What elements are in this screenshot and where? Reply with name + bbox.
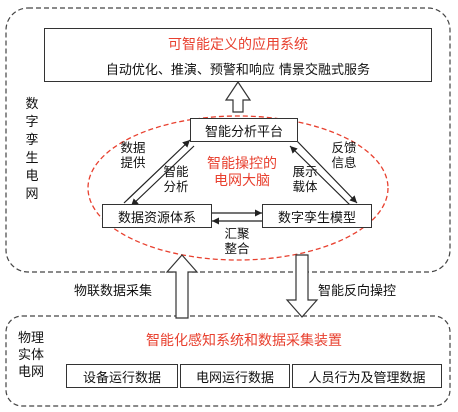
label-display-carrier: 展示 载体 <box>290 164 320 194</box>
physical-grid-region-border <box>5 315 451 407</box>
grid-brain-line-2: 电网大脑 <box>214 173 270 189</box>
hollow-down-arrow-control <box>285 254 319 318</box>
label-feedback-line-2: 信息 <box>331 155 357 170</box>
digital-twin-model-box: 数字孪生模型 <box>262 204 372 228</box>
label-data-provide-line-1: 数据 <box>120 140 146 155</box>
physical-grid-label: 物理 实体 电网 <box>14 330 48 381</box>
label-feedback-info: 反馈 信息 <box>329 140 359 170</box>
application-system-panel: 可智能定义的应用系统 自动优化、推演、预警和响应 情景交融式服务 <box>44 28 432 82</box>
physical-grid-label-line-2: 实体 <box>17 348 44 363</box>
label-data-provide: 数据 提供 <box>118 140 148 170</box>
label-aggregate-line-2: 整合 <box>224 241 250 256</box>
grid-brain-ellipse <box>87 115 389 261</box>
digital-twin-region-border <box>5 7 451 273</box>
physical-grid-label-line-3: 电网 <box>17 365 44 380</box>
label-aggregate-integrate: 汇聚 整合 <box>222 226 252 256</box>
physical-grid-label-line-1: 物理 <box>17 331 44 346</box>
grid-brain-label: 智能操控的 电网大脑 <box>192 156 292 190</box>
smart-analysis-platform-box: 智能分析平台 <box>190 118 298 142</box>
label-display-line-1: 展示 <box>292 164 318 179</box>
application-system-title: 可智能定义的应用系统 <box>168 37 308 53</box>
smart-reverse-control-label: 智能反向操控 <box>318 284 397 299</box>
application-system-subtitle: 自动优化、推演、预警和响应 情景交融式服务 <box>105 63 371 78</box>
label-feedback-line-1: 反馈 <box>331 140 357 155</box>
grid-brain-line-1: 智能操控的 <box>207 156 277 172</box>
sensing-system-title: 智能化感知系统和数据采集装置 <box>146 333 342 349</box>
label-display-line-2: 载体 <box>292 179 318 194</box>
label-smart-analysis-line-1: 智能 <box>163 164 189 179</box>
hollow-up-arrow-collection <box>165 254 199 319</box>
iot-data-collection-label: 物联数据采集 <box>74 284 153 299</box>
hollow-up-arrow-top <box>224 80 252 113</box>
grid-operation-data-box: 电网运行数据 <box>180 364 290 388</box>
digital-twin-grid-label: 数字孪生电网 <box>25 97 39 202</box>
data-resource-system-box: 数据资源体系 <box>102 204 212 228</box>
label-smart-analysis: 智能 分析 <box>161 164 191 194</box>
label-aggregate-line-1: 汇聚 <box>224 226 250 241</box>
arrow-platform-to-model-a <box>295 139 358 204</box>
arrow-platform-to-data-b <box>130 145 195 207</box>
label-data-provide-line-2: 提供 <box>120 155 146 170</box>
equipment-operation-data-box: 设备运行数据 <box>66 364 178 388</box>
label-smart-analysis-line-2: 分析 <box>163 179 189 194</box>
arrow-model-to-platform-b <box>289 145 352 207</box>
arrow-data-to-platform-a <box>123 139 191 204</box>
personnel-behavior-data-box: 人员行为及管理数据 <box>292 364 442 388</box>
